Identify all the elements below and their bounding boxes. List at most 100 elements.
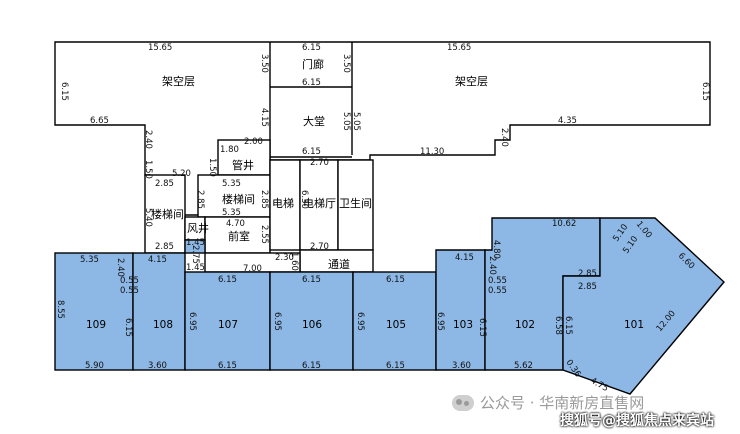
dim-top-mid: 6.15 bbox=[302, 43, 321, 53]
dim-u106-v: 6.95 bbox=[272, 312, 282, 331]
unit-105-shape bbox=[352, 271, 437, 371]
dim-u107-145: 1.45 bbox=[186, 263, 205, 273]
unit-106-shape bbox=[269, 271, 354, 371]
label-weishengjian: 卫生间 bbox=[339, 196, 372, 210]
dim-u108-055a: 0.55 bbox=[120, 276, 139, 286]
dim-u103-bottom: 3.60 bbox=[452, 361, 471, 371]
dim-u109-top: 5.35 bbox=[80, 255, 99, 265]
dim-top-left: 15.65 bbox=[148, 43, 172, 53]
dim-g-180: 1.80 bbox=[220, 145, 239, 155]
dim-u108-bottom: 3.60 bbox=[148, 361, 167, 371]
elevator-hall-room bbox=[299, 159, 339, 251]
dim-u107-v: 6.95 bbox=[187, 312, 197, 331]
dim-u105-v: 6.95 bbox=[355, 312, 365, 331]
dim-t-230: 2.30 bbox=[275, 253, 294, 263]
dim-s-520: 5.20 bbox=[172, 169, 191, 179]
unit-101-shape bbox=[562, 217, 725, 395]
dim-mid-left-350: 3.50 bbox=[259, 54, 269, 73]
dim-s-285-v2: 2.85 bbox=[259, 190, 269, 209]
dim-step-240-left: 2.40 bbox=[143, 130, 153, 149]
dim-corr-1130: 11.30 bbox=[420, 147, 444, 157]
dim-s-275: 2.75 bbox=[190, 245, 200, 264]
dim-u103-055a: 0.55 bbox=[488, 276, 507, 286]
label-tongdao: 通道 bbox=[328, 257, 350, 271]
dim-u107-bottom: 6.15 bbox=[218, 361, 237, 371]
unit-107-shape bbox=[184, 271, 271, 371]
guanjing-room bbox=[217, 139, 271, 176]
dim-g-150: 1.50 bbox=[207, 158, 217, 177]
stair-b-room bbox=[197, 174, 271, 218]
dim-s-285-b: 2.85 bbox=[155, 242, 174, 252]
dim-s-415-a: 4.15 bbox=[148, 255, 167, 265]
wechat-watermark: 公众号 · 华南新房直售网 bbox=[452, 392, 644, 413]
dim-left-side: 6.15 bbox=[59, 82, 69, 101]
unit-108-shape bbox=[132, 252, 186, 371]
dim-lobby-left: 4.15 bbox=[259, 108, 269, 127]
dim-u106-top: 6.15 bbox=[302, 275, 321, 285]
dim-s-700: 7.00 bbox=[243, 264, 262, 274]
stair-a-room bbox=[144, 174, 186, 254]
sohu-watermark: 搜狐号@搜狐焦点来宾站 bbox=[560, 410, 714, 430]
unit-101-label: 101 bbox=[624, 319, 644, 331]
dim-u103-615: 6.15 bbox=[477, 318, 487, 337]
unit-102-label: 102 bbox=[515, 319, 535, 331]
dim-u105-bottom: 6.15 bbox=[386, 361, 405, 371]
dim-menlang-bottom: 6.15 bbox=[302, 78, 321, 88]
unit-103-label: 103 bbox=[453, 319, 473, 331]
dim-low-right: 4.35 bbox=[558, 116, 577, 126]
wechat-watermark-text: 公众号 · 华南新房直售网 bbox=[480, 394, 645, 412]
dim-lobby-r2: 5.05 bbox=[351, 112, 361, 131]
dim-u103-055b: 0.55 bbox=[488, 286, 507, 296]
dim-t-160: 1.60 bbox=[289, 252, 299, 271]
unit-103-shape bbox=[435, 249, 486, 371]
dim-u102-285a: 2.85 bbox=[578, 269, 597, 279]
dim-top-right: 15.65 bbox=[447, 43, 471, 53]
dim-u102-top: 10.62 bbox=[552, 219, 576, 229]
dim-e-630: 6.30 bbox=[299, 190, 309, 209]
dim-u107-top: 6.15 bbox=[218, 275, 237, 285]
label-loutijian-a: 楼梯间 bbox=[151, 207, 184, 221]
unit-106-label: 106 bbox=[302, 319, 322, 331]
toilet-room bbox=[337, 159, 374, 251]
unit-shaft bbox=[184, 239, 206, 254]
dim-u103-240: 2.40 bbox=[487, 256, 497, 275]
sohu-watermark-text: 搜狐号@搜狐焦点来宾站 bbox=[560, 413, 714, 429]
wechat-logo-icon bbox=[452, 394, 474, 411]
label-datang: 大堂 bbox=[303, 114, 325, 128]
dim-g-200: 2.00 bbox=[244, 137, 263, 147]
unit-107-label: 107 bbox=[218, 319, 238, 331]
dim-u103-top: 4.15 bbox=[455, 253, 474, 263]
label-dianti: 电梯 bbox=[272, 197, 294, 210]
dim-s-255: 2.55 bbox=[259, 225, 269, 244]
dim-s-145: 1.45 bbox=[186, 238, 205, 248]
dim-u102-285b: 2.85 bbox=[578, 282, 597, 292]
dim-c-270-top: 2.70 bbox=[310, 158, 329, 168]
dim-s-470: 4.70 bbox=[226, 219, 245, 229]
dim-low-left: 6.65 bbox=[90, 116, 109, 126]
dim-right-side: 6.15 bbox=[700, 82, 710, 101]
unit-108-label: 108 bbox=[153, 319, 173, 331]
dim-u109-bottom: 5.90 bbox=[85, 361, 104, 371]
label-loutijian-b: 楼梯间 bbox=[222, 192, 255, 206]
label-diantiting: 电梯厅 bbox=[303, 197, 336, 210]
dim-s-285-a: 2.85 bbox=[155, 179, 174, 189]
dim-mid-right-350: 3.50 bbox=[341, 54, 351, 73]
dim-c-270-bot: 2.70 bbox=[310, 242, 329, 252]
label-qianshi: 前室 bbox=[228, 229, 250, 243]
unit-105-label: 105 bbox=[386, 319, 406, 331]
dim-lobby-r1: 5.05 bbox=[341, 112, 351, 131]
dim-u109-left: 8.55 bbox=[55, 300, 65, 319]
dim-u108-055b: 0.55 bbox=[120, 286, 139, 296]
dim-u106-bottom: 6.15 bbox=[302, 361, 321, 371]
qianshi-room bbox=[204, 216, 271, 254]
label-jiakong-left: 架空层 bbox=[162, 74, 195, 88]
dim-u102-480: 4.80 bbox=[491, 240, 501, 259]
dim-u110-615: 6.15 bbox=[563, 316, 573, 335]
dim-u108-240: 2.40 bbox=[115, 258, 125, 277]
dim-u102-bottom: 5.62 bbox=[514, 361, 533, 371]
dim-s-535-a: 5.35 bbox=[222, 179, 241, 189]
label-guanjing: 管井 bbox=[232, 158, 254, 172]
label-menlang: 门廊 bbox=[302, 57, 324, 71]
dim-s-540: 5.40 bbox=[143, 208, 153, 227]
